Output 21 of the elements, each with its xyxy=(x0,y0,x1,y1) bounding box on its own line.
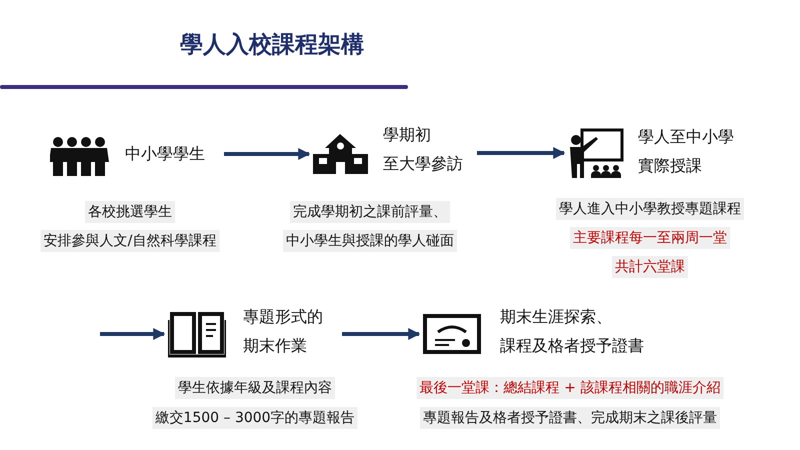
step-heading: 專題形式的期末作業 xyxy=(243,306,323,357)
step-heading: 學期初至大學參訪 xyxy=(383,124,463,175)
arrow xyxy=(477,147,566,159)
description-text: 學人進入中小學教授專題課程 xyxy=(556,198,744,220)
description-text: 中小學生與授課的學人碰面 xyxy=(283,230,457,252)
arrow xyxy=(224,148,310,160)
step-heading: 期末生涯探索、課程及格者授予證書 xyxy=(500,306,644,357)
description-text: 各校挑選學生 xyxy=(85,201,175,223)
arrow xyxy=(100,328,166,340)
description-text: 學生依據年級及課程內容 xyxy=(175,377,335,399)
title: 學人入校課程架構 xyxy=(180,31,364,60)
step-heading: 中小學學生 xyxy=(125,143,205,165)
description-text: 共計六堂課 xyxy=(612,256,688,278)
description-text: 主要課程每一至兩周一堂 xyxy=(570,227,730,249)
step-heading: 學人至中小學實際授課 xyxy=(638,126,734,177)
arrow xyxy=(342,328,420,340)
description-text: 專題報告及格者授予證書、完成期末之課後評量 xyxy=(420,407,720,429)
description-text: 安排參與人文/自然科學課程 xyxy=(40,230,220,252)
description-text: 最後一堂課：總結課程 + 該課程相關的職涯介紹 xyxy=(416,377,724,399)
description-text: 完成學期初之課前評量、 xyxy=(290,201,450,223)
description-text: 繳交1500 – 3000字的專題報告 xyxy=(152,407,358,429)
